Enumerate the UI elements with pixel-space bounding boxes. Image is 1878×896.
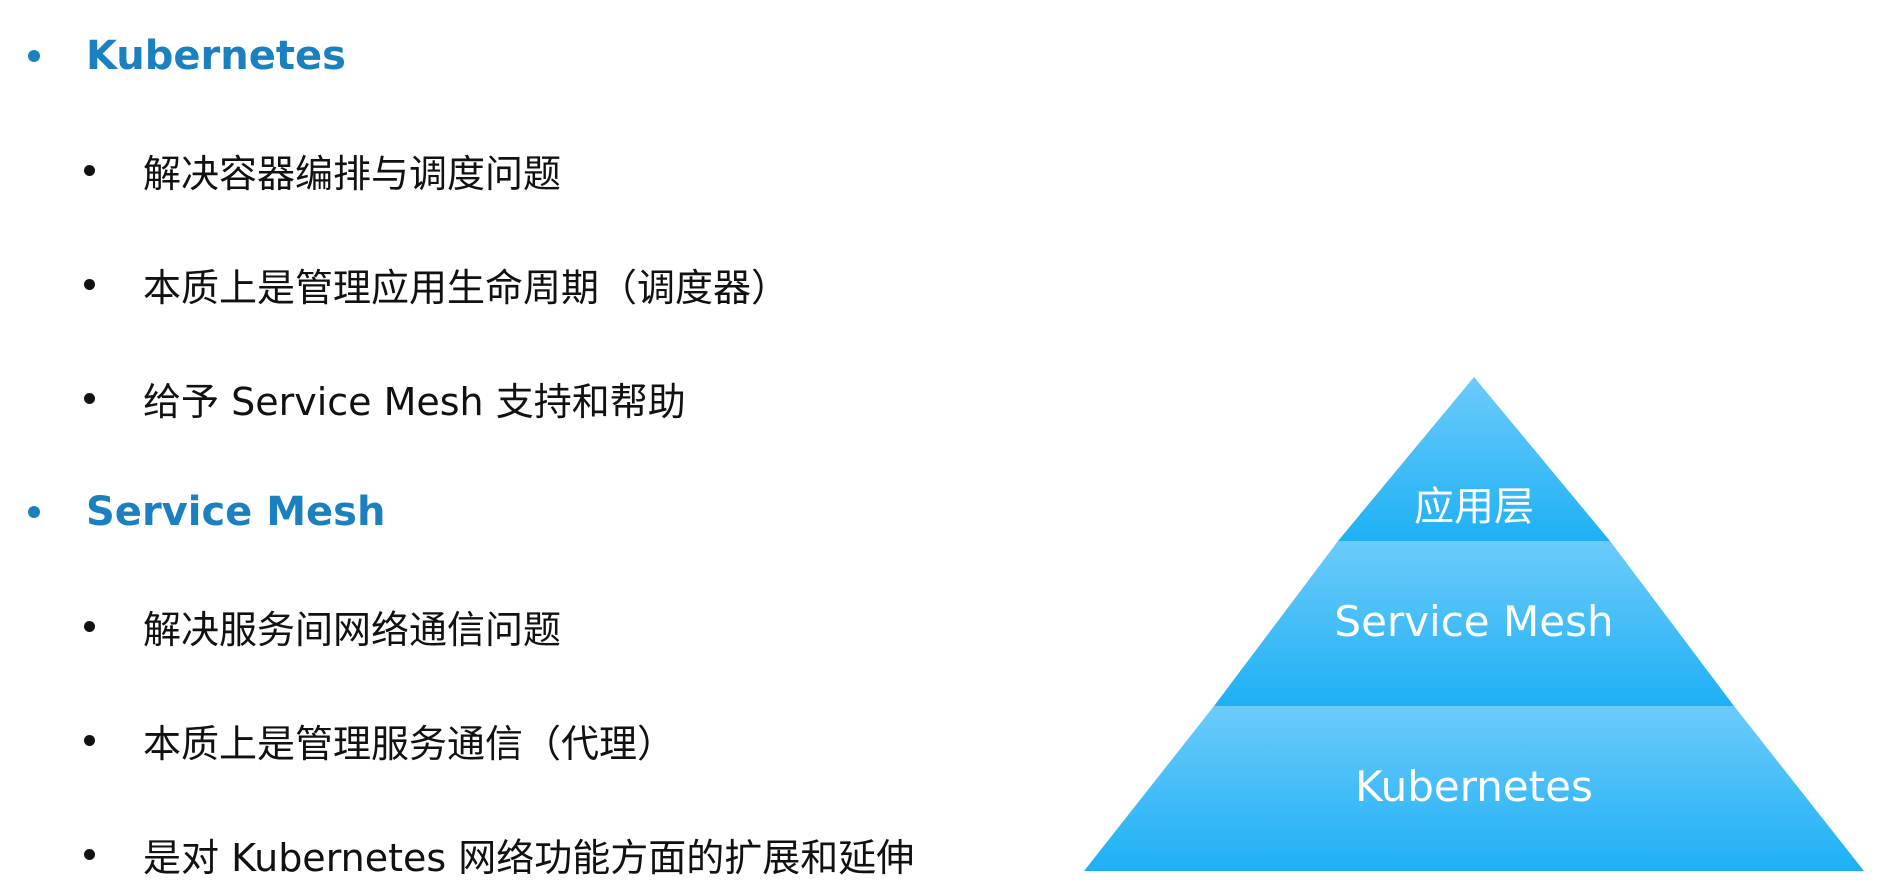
list-item: 解决容器编排与调度问题	[84, 142, 561, 198]
list-item-text: 给予 Service Mesh 支持和帮助	[143, 379, 686, 424]
bullet-dot	[28, 50, 40, 62]
bullet-dot	[84, 734, 95, 746]
list-item-heading-kubernetes: Kubernetes	[28, 28, 346, 84]
list-item-text: 解决服务间网络通信问题	[143, 607, 562, 652]
list-heading-text: Kubernetes	[86, 33, 346, 79]
list-item-text: 是对 Kubernetes 网络功能方面的扩展和延伸	[143, 835, 915, 880]
list-item-heading-service-mesh: Service Mesh	[28, 484, 385, 540]
bullet-dot	[84, 848, 95, 860]
list-item: 本质上是管理服务通信（代理）	[84, 712, 675, 768]
pyramid-layer-kubernetes	[1084, 706, 1864, 871]
bullet-dot	[84, 278, 95, 290]
bullet-list: Kubernetes 解决容器编排与调度问题 本质上是管理应用生命周期（调度器）…	[28, 28, 914, 882]
bullet-dot	[84, 164, 95, 176]
pyramid-layer-service-mesh	[1214, 541, 1734, 706]
list-item: 解决服务间网络通信问题	[84, 598, 561, 654]
list-item: 是对 Kubernetes 网络功能方面的扩展和延伸	[84, 826, 914, 882]
list-item: 本质上是管理应用生命周期（调度器）	[84, 256, 789, 312]
list-heading-text: Service Mesh	[86, 489, 386, 535]
list-item-text: 解决容器编排与调度问题	[143, 151, 562, 196]
list-item-text: 本质上是管理应用生命周期（调度器）	[143, 265, 790, 310]
pyramid-layer-application	[1338, 377, 1610, 541]
list-item: 给予 Service Mesh 支持和帮助	[84, 370, 686, 426]
list-item-text: 本质上是管理服务通信（代理）	[143, 721, 676, 766]
bullet-dot	[84, 392, 95, 404]
bullet-dot	[28, 506, 40, 518]
bullet-dot	[84, 620, 95, 632]
